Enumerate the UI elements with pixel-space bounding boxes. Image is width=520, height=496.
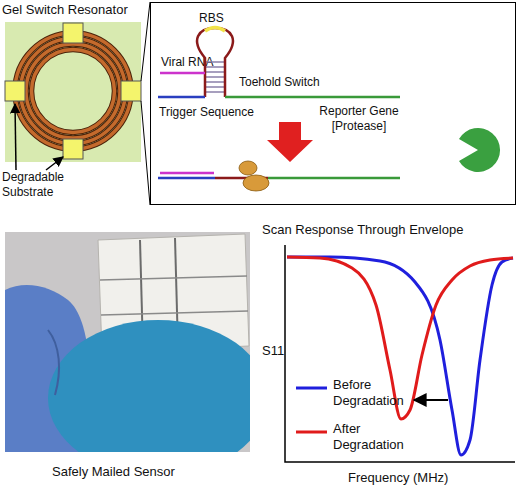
- ribosome-subunit: [243, 175, 269, 191]
- panel-title: Scan Response Through Envelope: [262, 222, 520, 238]
- sensor-seam: [101, 311, 248, 315]
- reporter-gene-label: Reporter Gene [Protease]: [311, 104, 407, 134]
- sensor-seam: [175, 238, 178, 348]
- substrate-pad: [121, 81, 141, 101]
- rbs-segment: [205, 28, 225, 32]
- axis-label: Frequency (MHz): [348, 470, 498, 486]
- coil-turn-outline: [26, 44, 120, 138]
- base-pair: [206, 81, 224, 83]
- panel-title: Gel Switch Resonator: [2, 2, 152, 18]
- glove-fold: [48, 330, 59, 395]
- legend-text: Before Degradation: [333, 377, 417, 410]
- trigger-strand: [158, 177, 215, 180]
- coil-turn: [15, 33, 131, 149]
- substrate-pad: [63, 23, 83, 43]
- toehold-switch-label: Toehold Switch: [239, 75, 349, 90]
- chart-axes: [285, 245, 515, 462]
- sensor-seam: [100, 276, 247, 280]
- base-pair: [206, 86, 224, 88]
- zoom-line: [141, 2, 150, 81]
- coil-turn-outline: [21, 39, 126, 144]
- rbs-label: RBS: [199, 11, 239, 26]
- base-pair: [206, 66, 224, 68]
- substrate-pad: [5, 81, 25, 101]
- toehold-switch-panel: RBS Viral RNA Toehold SwitchTrigger Sequen…: [150, 2, 516, 205]
- viral-rna-strand: [160, 72, 205, 75]
- before-curve: [287, 257, 513, 455]
- legend-line-sample: [296, 431, 327, 434]
- base-pair: [206, 61, 224, 63]
- base-pair: [206, 76, 224, 78]
- reporter-strand: [225, 96, 400, 99]
- substrate-label: Degradable Substrate: [2, 170, 82, 200]
- after-curve: [287, 257, 513, 419]
- coil-turn-outline: [15, 33, 131, 149]
- coil-turn: [26, 44, 120, 138]
- base-pair: [206, 71, 224, 73]
- substrate-pad: [63, 139, 83, 159]
- hairpin-strand: [215, 177, 268, 180]
- sensor-seam: [140, 240, 143, 350]
- protease-symbol: [459, 128, 500, 172]
- zoom-line: [141, 101, 150, 205]
- viral-rna-label: Viral RNA: [161, 55, 241, 70]
- panel-title: Safely Mailed Sensor: [52, 464, 242, 480]
- leader-arrow: [46, 157, 63, 170]
- ribosome-subunit: [239, 161, 257, 175]
- base-pair: [206, 91, 224, 93]
- gloved-hand: [5, 285, 92, 452]
- envelope-disk: [48, 320, 250, 452]
- legend-line-sample: [296, 387, 327, 390]
- leader-arrow: [15, 104, 16, 170]
- reporter-strand: [268, 177, 400, 180]
- trigger-sequence-label: Trigger Sequence: [159, 105, 279, 120]
- coil-turn-outline: [32, 50, 115, 133]
- activation-arrow: [267, 122, 313, 162]
- shift-arrow: [414, 399, 448, 401]
- resonator-coil: [15, 33, 131, 149]
- coil-turn: [21, 39, 126, 144]
- resonator-panel: Gel Switch Resonator: [5, 22, 141, 162]
- legend-text: After Degradation: [333, 421, 417, 454]
- trigger-strand: [158, 96, 205, 99]
- base-pairs: [206, 62, 224, 92]
- axis-label: S11: [262, 343, 286, 359]
- viral-rna-strand: [160, 172, 214, 175]
- hairpin-strand: [197, 28, 233, 97]
- sensor-photo: [5, 232, 250, 452]
- photo-background: [5, 232, 250, 452]
- coil-turn: [32, 50, 115, 133]
- sensor-package: [98, 234, 249, 352]
